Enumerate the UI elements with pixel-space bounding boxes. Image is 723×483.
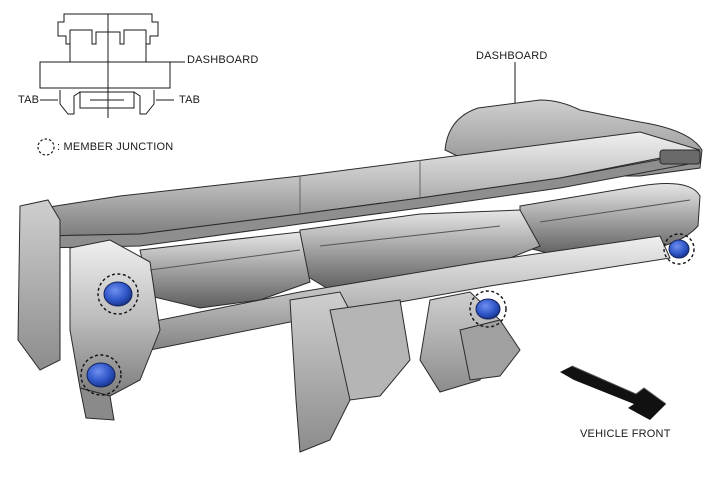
member-junctions	[80, 233, 695, 396]
inset-schematic	[39, 13, 185, 118]
dashboard-label: DASHBOARD	[476, 50, 548, 62]
inset-tab-left-label: TAB	[18, 94, 40, 106]
dashboard-structure	[17, 99, 703, 453]
member-junction-right	[663, 233, 695, 265]
inset-dashboard-label: DASHBOARD	[187, 54, 259, 66]
member-junction-left-lower	[80, 354, 122, 396]
member-junction-legend-label: : MEMBER JUNCTION	[57, 141, 174, 153]
member-junction-left-upper	[97, 273, 139, 315]
vehicle-front-label: VEHICLE FRONT	[580, 428, 671, 440]
vehicle-front-arrow-icon	[560, 365, 667, 420]
inset-tab-right-label: TAB	[179, 94, 201, 106]
member-junction-center	[469, 290, 507, 328]
member-junction-icon	[37, 138, 55, 156]
